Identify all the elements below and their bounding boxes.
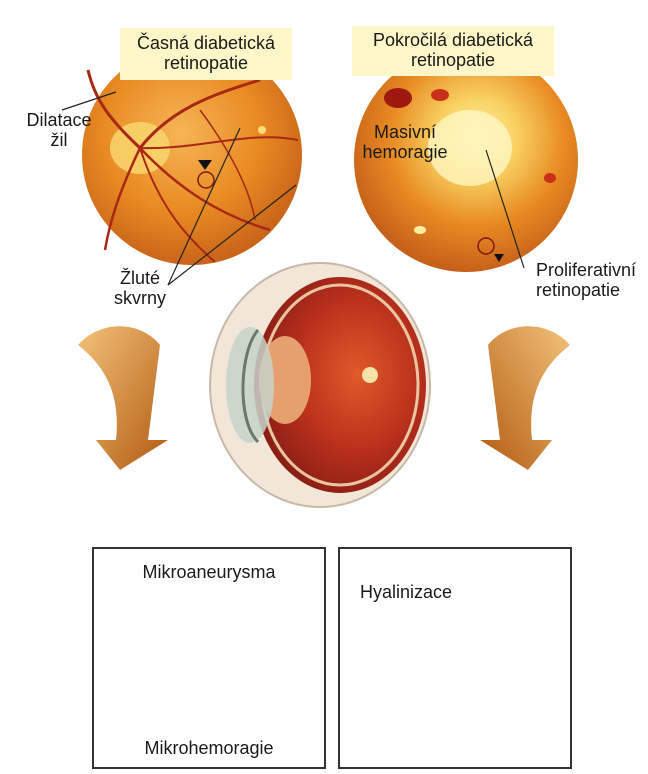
left-curved-arrow [78, 326, 168, 470]
hyalinization-panel [338, 547, 572, 769]
early-retinopathy-title: Časná diabetická retinopatie [120, 33, 292, 73]
microhemorrhage-label: Mikrohemoragie [92, 738, 326, 758]
microaneurysm-label: Mikroaneurysma [92, 562, 326, 582]
yellow-spots-label: Žluté skvrny [100, 268, 180, 308]
dilatation-label: Dilatace žil [14, 110, 104, 150]
proliferative-retinopathy-label: Proliferativní retinopatie [536, 260, 636, 300]
massive-hemorrhage-label: Masivní hemoragie [355, 122, 455, 162]
right-curved-arrow [480, 326, 570, 470]
eyeball-cross-section [210, 263, 430, 507]
hyalinization-label: Hyalinizace [360, 582, 452, 602]
advanced-retinopathy-title: Pokročilá diabetická retinopatie [352, 30, 554, 70]
